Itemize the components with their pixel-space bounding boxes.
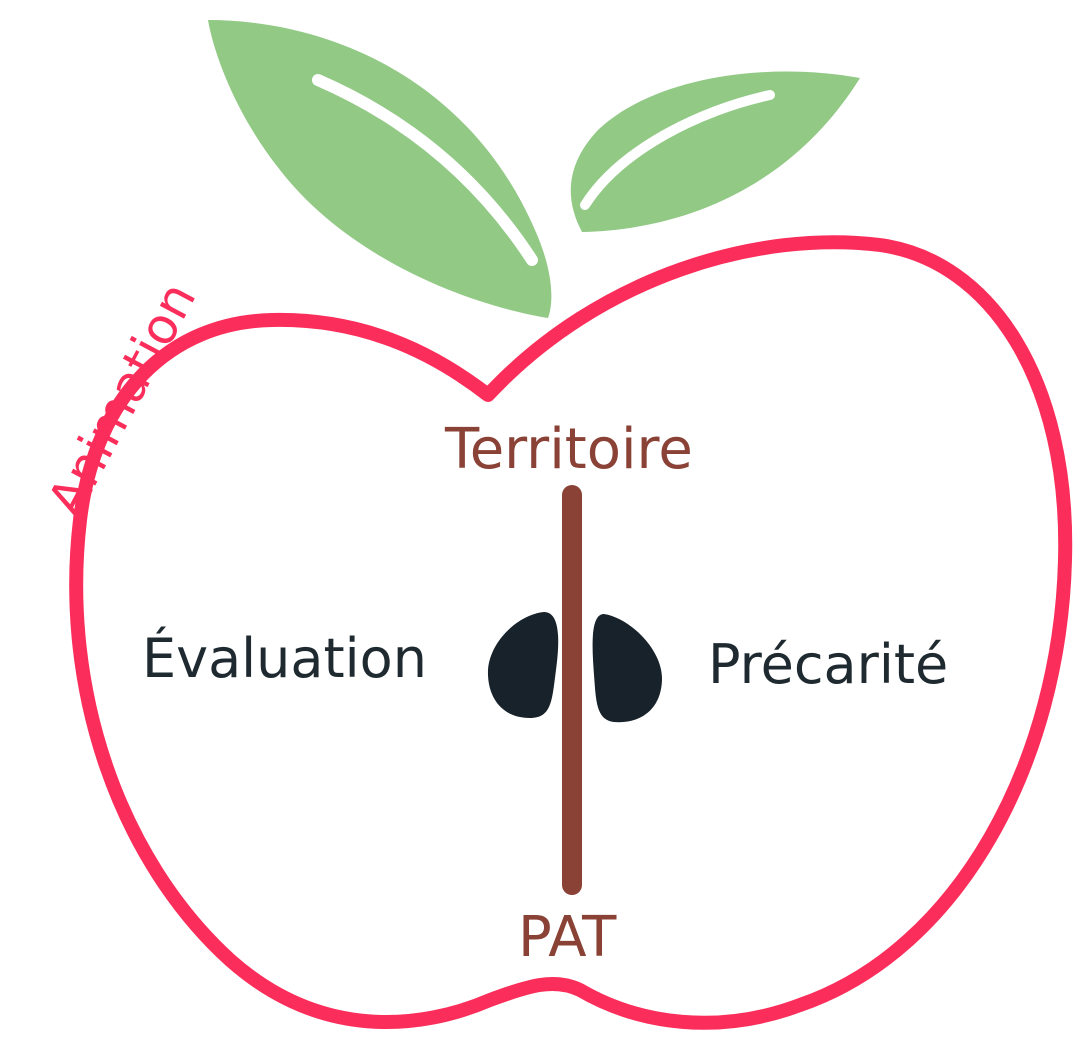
pat-label: PAT xyxy=(518,905,617,970)
left-leaf-vein xyxy=(312,74,538,266)
precarite-label: Précarité xyxy=(708,633,949,696)
right-leaf-vein xyxy=(580,90,775,210)
evaluation-label: Évaluation xyxy=(142,627,427,690)
left-seed xyxy=(487,612,559,718)
territoire-label: Territoire xyxy=(445,417,693,482)
right-seed xyxy=(592,614,663,723)
apple-outline xyxy=(69,235,1073,1030)
right-leaf xyxy=(570,71,860,232)
left-leaf xyxy=(208,20,552,318)
